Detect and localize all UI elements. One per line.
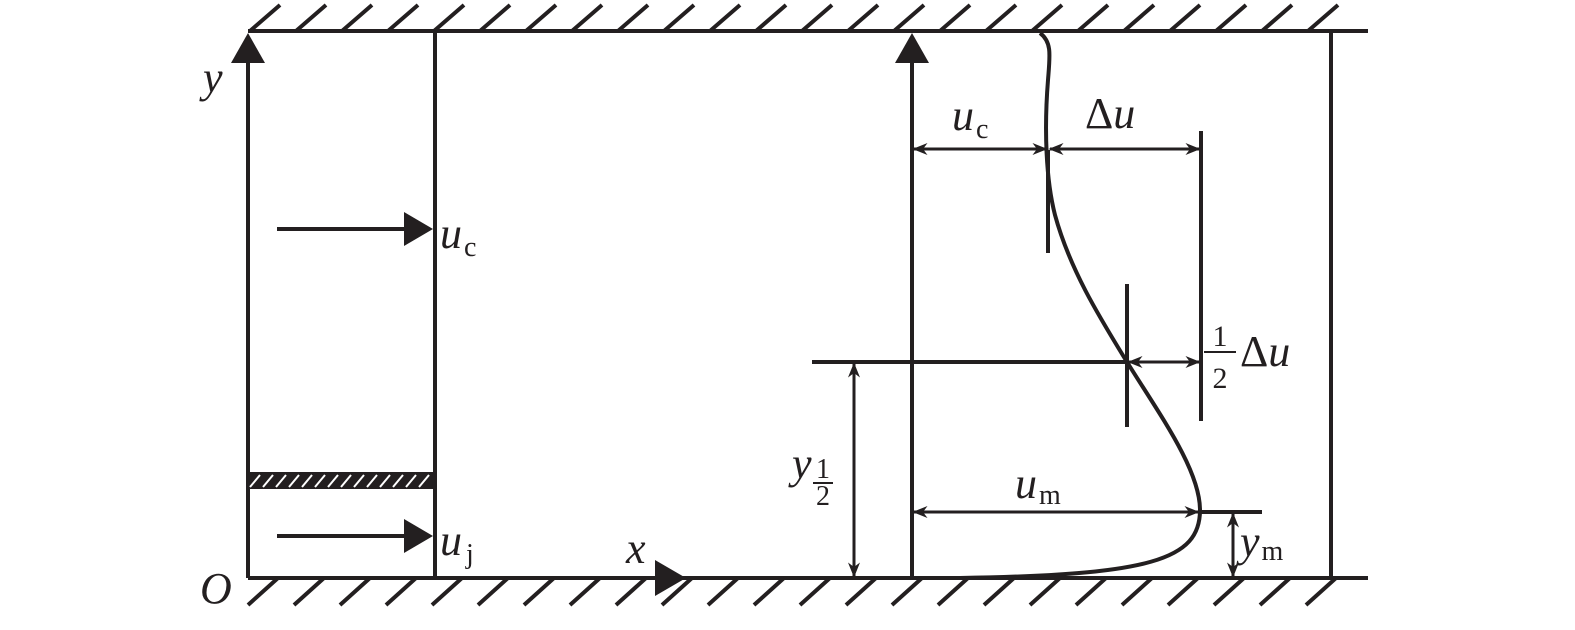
hatch-mark — [800, 3, 834, 33]
y-axis — [231, 33, 265, 578]
y-half-label: y 1 2 — [788, 439, 833, 512]
hatch-mark — [340, 474, 352, 488]
hatch-mark — [1028, 576, 1062, 607]
hatch-mark — [1258, 576, 1292, 607]
hatch-mark — [1120, 576, 1154, 607]
hatch-mark — [392, 474, 404, 488]
hatch-mark — [1074, 576, 1108, 607]
hatch-mark — [524, 3, 558, 33]
hatch-mark — [1306, 3, 1340, 33]
hatch-mark — [294, 3, 328, 33]
hatch-mark — [386, 3, 420, 33]
hatch-mark — [430, 576, 464, 607]
hatch-mark — [798, 576, 832, 607]
hatch-mark — [432, 3, 466, 33]
profile-axis — [895, 33, 929, 578]
hatch-mark — [1168, 3, 1202, 33]
hatch-mark — [314, 474, 326, 488]
hatch-mark — [292, 576, 326, 607]
hatch-mark — [662, 3, 696, 33]
hatch-mark — [338, 576, 372, 607]
hatch-mark — [570, 3, 604, 33]
y-axis-label: y — [199, 53, 223, 102]
inlet-arrow-core — [277, 212, 433, 246]
hatch-mark — [379, 474, 391, 488]
hatch-mark — [984, 3, 1018, 33]
inlet-uc-label: uc — [440, 209, 476, 263]
hatch-mark — [1122, 3, 1156, 33]
origin-label: O — [200, 564, 232, 613]
hatch-mark — [892, 3, 926, 33]
hatch-mark — [1260, 3, 1294, 33]
hatch-mark — [754, 3, 788, 33]
hatch-mark — [522, 576, 556, 607]
ym-label: ym — [1236, 517, 1284, 567]
hatch-mark — [938, 3, 972, 33]
hatch-mark — [418, 474, 430, 488]
svg-text:1: 1 — [816, 454, 830, 485]
hatch-mark — [246, 576, 280, 607]
um-label: um — [1015, 459, 1061, 511]
top-wall — [248, 3, 1368, 33]
hatch-mark — [288, 474, 300, 488]
hatch-mark — [405, 474, 417, 488]
svg-text:1: 1 — [1213, 320, 1228, 353]
hatch-mark — [249, 474, 261, 488]
hatch-mark — [327, 474, 339, 488]
hatch-mark — [982, 576, 1016, 607]
hatch-mark — [478, 3, 512, 33]
hatch-mark — [568, 576, 602, 607]
delta-u-label: Δu — [1085, 89, 1135, 138]
inlet-arrow-jet — [277, 519, 433, 553]
hatch-mark — [706, 576, 740, 607]
hatch-mark — [384, 576, 418, 607]
hatch-mark — [366, 474, 378, 488]
hatch-mark — [301, 474, 313, 488]
hatch-mark — [752, 576, 786, 607]
hatch-mark — [616, 3, 650, 33]
velocity-profile — [959, 31, 1203, 580]
bottom-wall — [246, 576, 1368, 607]
hatch-mark — [262, 474, 274, 488]
svg-text:2: 2 — [1213, 362, 1228, 395]
hatch-mark — [936, 576, 970, 607]
hatch-mark — [844, 576, 878, 607]
hatch-mark — [846, 3, 880, 33]
x-axis-arrowhead — [655, 560, 686, 596]
svg-text:Δu: Δu — [1240, 327, 1290, 376]
splitter-plate — [248, 472, 436, 489]
hatch-mark — [476, 576, 510, 607]
hatch-mark — [1214, 3, 1248, 33]
hatch-mark — [708, 3, 742, 33]
svg-text:2: 2 — [816, 481, 830, 512]
hatch-mark — [248, 3, 282, 33]
hatch-mark — [1030, 3, 1064, 33]
hatch-mark — [1212, 576, 1246, 607]
hatch-mark — [340, 3, 374, 33]
hatch-mark — [1076, 3, 1110, 33]
hatch-mark — [353, 474, 365, 488]
svg-text:y: y — [788, 439, 812, 488]
uc-label: uc — [952, 91, 988, 145]
hatch-mark — [1166, 576, 1200, 607]
hatch-mark — [890, 576, 924, 607]
hatch-mark — [614, 576, 648, 607]
hatch-mark — [275, 474, 287, 488]
half-delta-u-label: 1 2 Δu — [1204, 320, 1290, 395]
hatch-mark — [1304, 576, 1338, 607]
hatch-mark — [660, 576, 694, 607]
x-axis-label: x — [625, 524, 646, 573]
